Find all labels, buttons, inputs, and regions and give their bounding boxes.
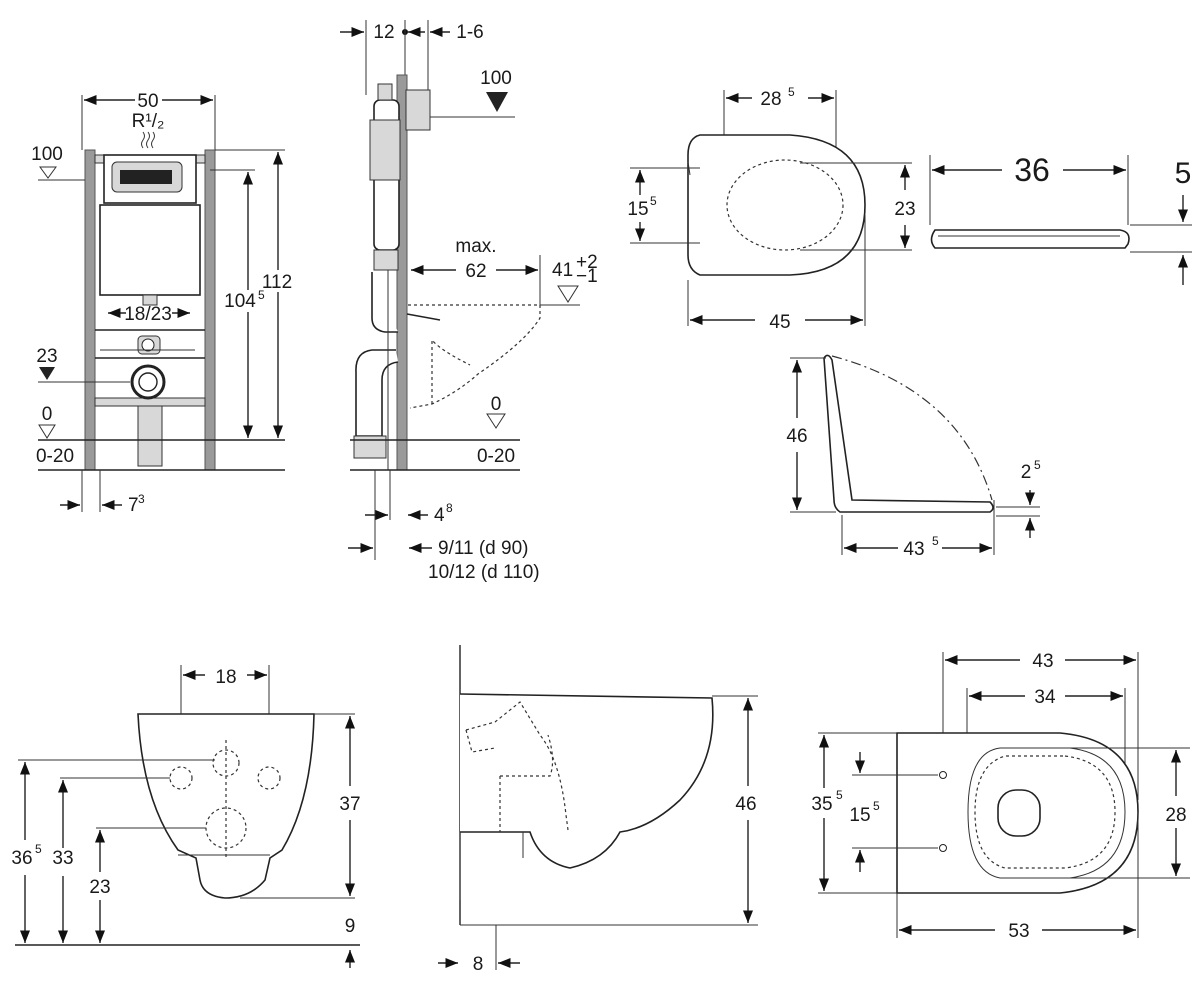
- dim-12: 12: [373, 22, 394, 43]
- level-100: 100: [31, 144, 63, 165]
- top-dim-28: 28: [1165, 805, 1186, 826]
- pipe-d90: 9/11 (d 90): [438, 538, 528, 559]
- cistern: [99, 204, 201, 296]
- top-dim-15: 15: [849, 805, 870, 826]
- top-dim-34: 34: [1034, 687, 1056, 708]
- seat-top-view: 28 5 15 5 23 45: [627, 85, 915, 333]
- level-0: 0: [42, 404, 53, 425]
- bowl-front-view: 18 37 9 36 5 33 23: [11, 665, 361, 968]
- dim-7-3: 7: [128, 495, 139, 516]
- seat-outline: [687, 134, 866, 276]
- thread-label: R¹/₂: [132, 111, 165, 132]
- dim-18-23: 18/23: [124, 304, 172, 325]
- front-dim-37: 37: [339, 794, 360, 815]
- svg-text:8: 8: [446, 501, 453, 515]
- svg-text:5: 5: [1034, 458, 1041, 472]
- top-dim-35: 35: [811, 794, 832, 815]
- front-dim-33: 33: [52, 848, 73, 869]
- max-label: max.: [455, 236, 496, 257]
- seat-dim-15: 15: [627, 199, 648, 220]
- range-0-20: 0-20: [36, 446, 74, 467]
- frame-post-left: [84, 149, 96, 471]
- side-level-0: 0: [491, 394, 502, 415]
- svg-text:5: 5: [258, 288, 265, 302]
- hinge-dim-43: 43: [903, 539, 924, 560]
- dim-1-6: 1-6: [456, 22, 483, 43]
- bowl-side-view: 46 8: [438, 645, 758, 975]
- svg-text:5: 5: [788, 85, 795, 99]
- dim-4-8: 4: [434, 505, 445, 526]
- dim-62: 62: [465, 261, 486, 282]
- side-frame-view: 12 1-6 100 max. 62 4: [340, 20, 598, 583]
- svg-text:5: 5: [35, 842, 42, 856]
- side-level-100: 100: [480, 68, 512, 89]
- seat-dim-36: 36: [1014, 152, 1050, 188]
- tol-minus: −1: [576, 266, 598, 287]
- top-dim-43: 43: [1032, 651, 1053, 672]
- front-frame-view: 50 R¹/₂ 100 112: [31, 91, 296, 516]
- dim-50: 50: [137, 91, 158, 112]
- front-dim-23: 23: [89, 877, 110, 898]
- hinge-dim-46: 46: [786, 426, 807, 447]
- tol-plus: +2: [576, 252, 598, 273]
- seat-dim-23: 23: [894, 199, 915, 220]
- level-23: 23: [36, 346, 57, 367]
- dim-41: 41: [552, 260, 573, 281]
- seat-dim-28: 28: [760, 89, 781, 110]
- bowl-top-view: 43 34 35 5 15 5 28: [811, 651, 1190, 942]
- side-range-0-20: 0-20: [477, 446, 515, 467]
- dim-112: 112: [262, 272, 292, 293]
- frame-post-right: [204, 149, 216, 471]
- svg-text:5: 5: [650, 194, 657, 208]
- svg-text:3: 3: [138, 492, 145, 506]
- svg-text:5: 5: [873, 799, 880, 813]
- pipe-d110: 10/12 (d 110): [428, 562, 540, 583]
- front-dim-18: 18: [215, 667, 236, 688]
- seat-side-view: 36 5: [929, 152, 1192, 285]
- dim-104: 104: [224, 291, 256, 312]
- front-dim-9: 9: [345, 916, 356, 937]
- top-dim-53: 53: [1008, 921, 1029, 942]
- front-dim-36: 36: [11, 848, 32, 869]
- water-inlet-icon: [141, 131, 155, 149]
- side-dim-46: 46: [735, 794, 756, 815]
- seat-dim-5: 5: [1175, 157, 1192, 190]
- svg-text:5: 5: [932, 534, 939, 548]
- seat-hinge-view: 46 2 5 43 5: [786, 354, 1041, 560]
- hinge-dim-2: 2: [1021, 462, 1032, 483]
- svg-text:5: 5: [836, 788, 843, 802]
- side-dim-8: 8: [473, 954, 484, 975]
- seat-dim-45: 45: [769, 312, 790, 333]
